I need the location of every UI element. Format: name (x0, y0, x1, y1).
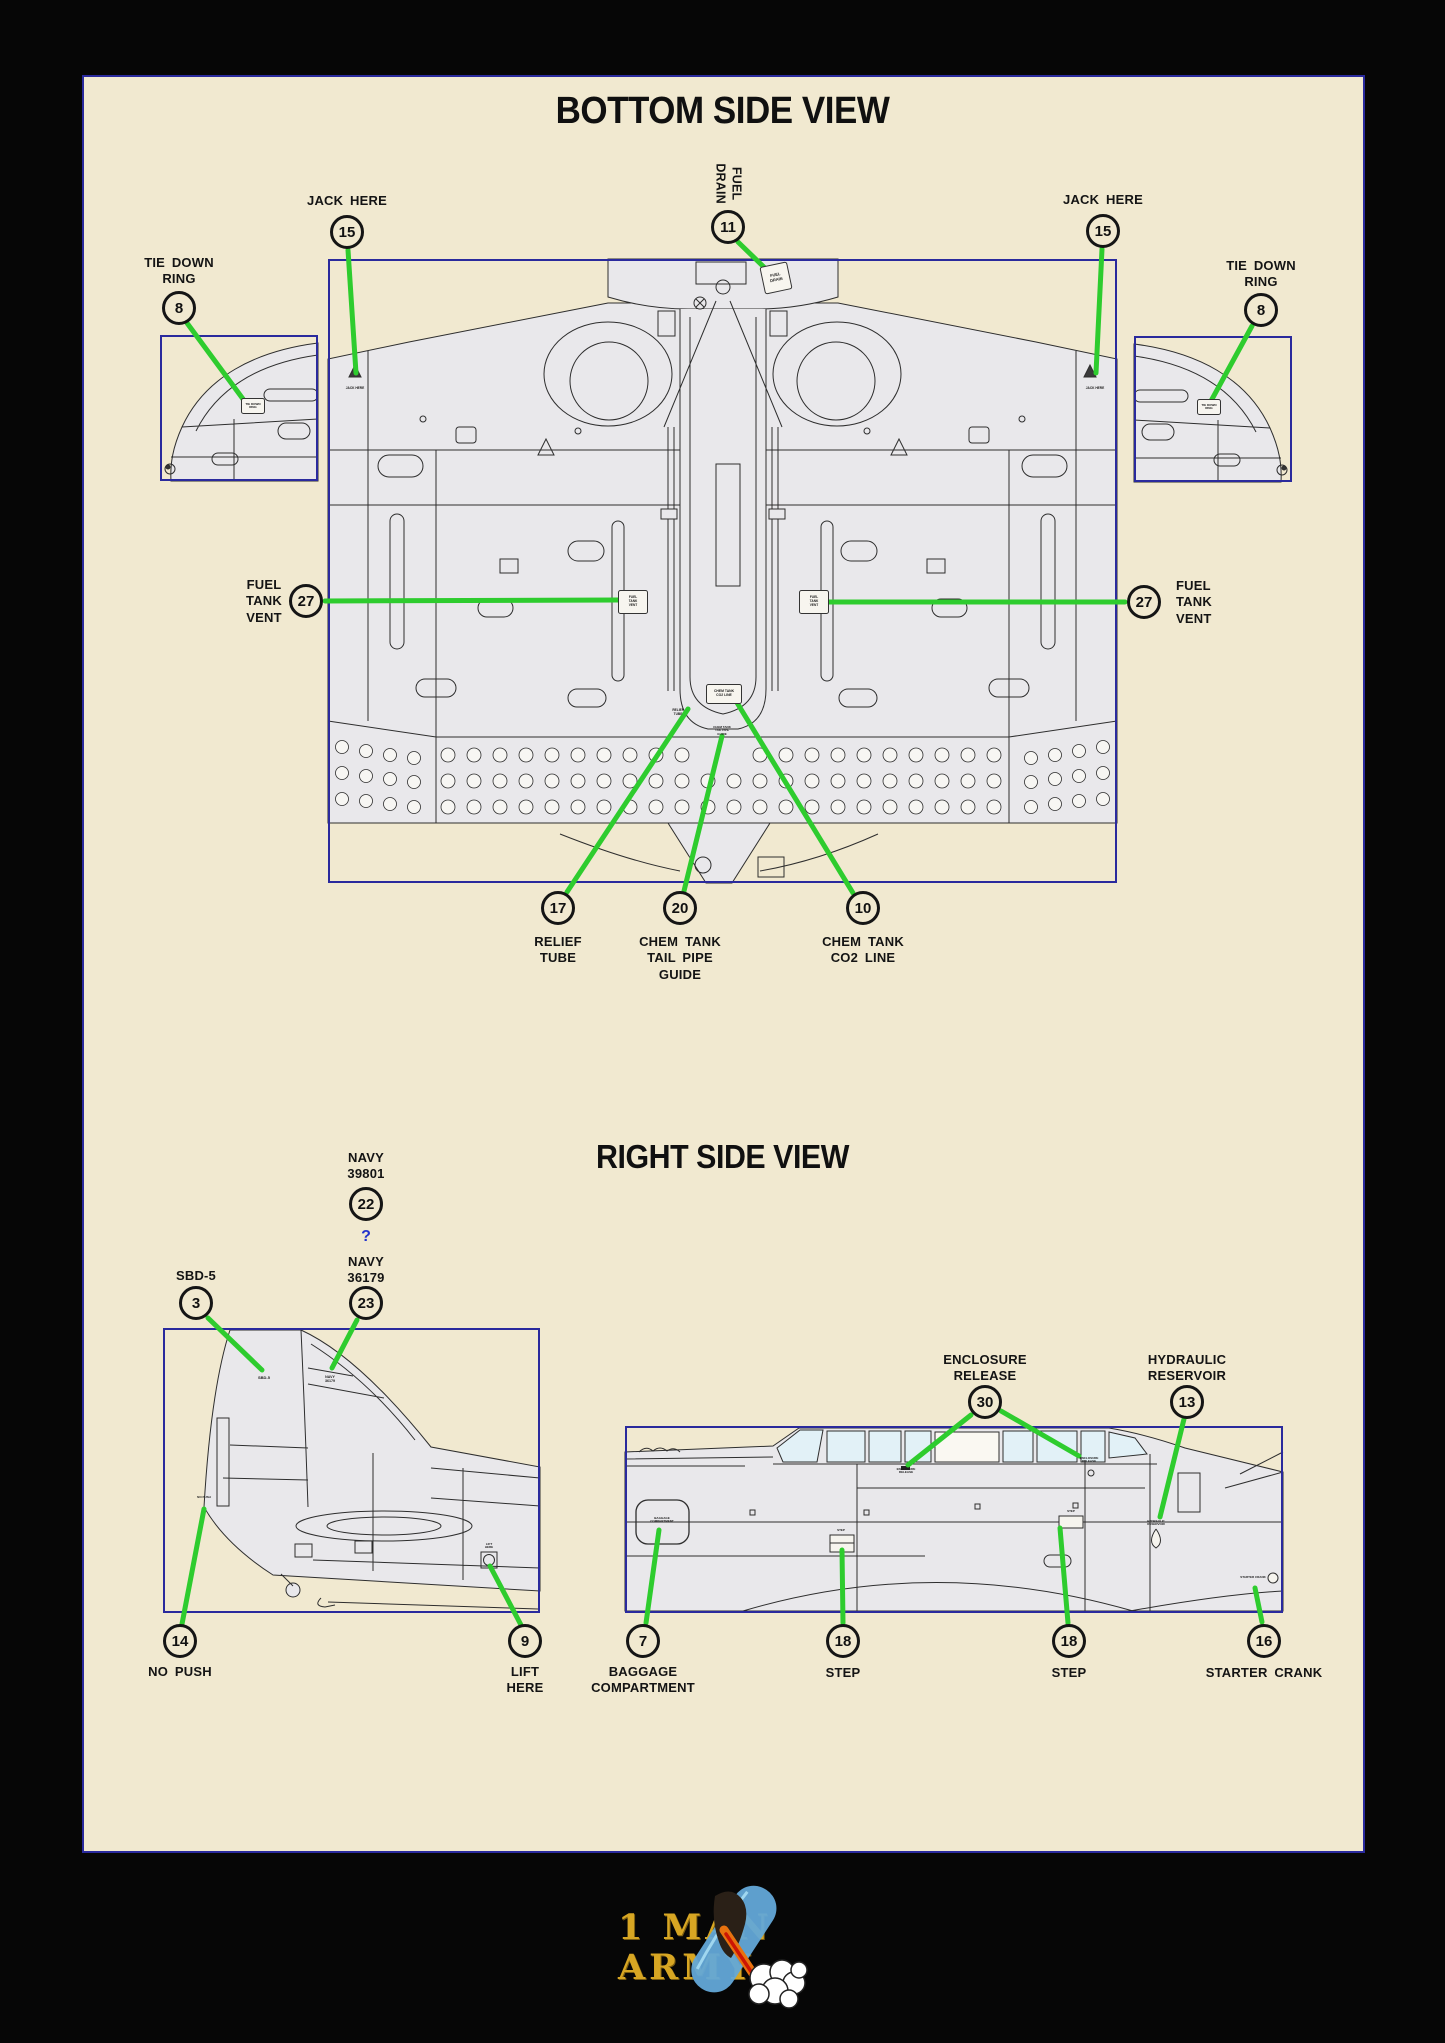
placard-jack-here-left: JACK HERE (345, 386, 365, 390)
callout-circle-enclosure-release: 30 (968, 1385, 1002, 1419)
placard-fuel-tank-vent-left: FUEL TANK VENT (618, 590, 648, 614)
callout-circle-jack-here-left: 15 (330, 215, 364, 249)
callout-circle-baggage-compartment: 7 (626, 1624, 660, 1658)
callout-circle-hydraulic-reservoir: 13 (1170, 1385, 1204, 1419)
callout-circle-step-rear: 18 (1052, 1624, 1086, 1658)
callout-circle-fuel-drain: 11 (711, 210, 745, 244)
placard-tie-down-ring-left: TIE DOWN RING (241, 398, 265, 414)
placard-hydraulic-reservoir: HYDRAULIC RESERVOIR (1147, 1519, 1165, 1527)
callout-circle-navy-36179: 23 (349, 1286, 383, 1320)
callout-circle-fuel-tank-vent-right: 27 (1127, 585, 1161, 619)
callout-label-lift-here: LIFT HERE (506, 1664, 544, 1696)
tail-section-drawing (163, 1328, 541, 1613)
callout-circle-sbd5: 3 (179, 1286, 213, 1320)
brand-logo: 1 MAN ARMY (612, 1878, 842, 2023)
placard-baggage-compartment: BAGGAGE COMPARTMENT (650, 1516, 674, 1524)
callout-label-jack-here-right: JACK HERE (1063, 192, 1143, 207)
callout-label-chem-tank-tail-pipe-guide: CHEM TANK TAIL PIPE GUIDE (639, 934, 721, 982)
callout-label-enclosure-release: ENCLOSURE RELEASE (943, 1352, 1027, 1384)
placard-navy-36179: NAVY 36179 (325, 1375, 335, 1384)
callout-label-tie-down-right: TIE DOWN RING (1226, 258, 1296, 290)
placard-fuel-tank-vent-right: FUEL TANK VENT (799, 590, 829, 614)
callout-label-tie-down-left: TIE DOWN RING (144, 255, 214, 287)
callout-circle-chem-tank-co2-line: 10 (846, 891, 880, 925)
placard-fuel-drain: FUEL DRAIN (759, 261, 793, 295)
callout-label-hydraulic-reservoir: HYDRAULIC RESERVOIR (1147, 1352, 1227, 1384)
fuselage-side-drawing (624, 1426, 1284, 1613)
callout-label-sbd5: SBD-5 (175, 1268, 216, 1283)
logo-eagle-silhouette (713, 1891, 747, 1958)
logo-smoke-clouds (748, 1959, 808, 2009)
placard-tie-down-ring-right: TIE DOWN RING (1197, 399, 1221, 415)
bottom-view-drawing (327, 258, 1118, 884)
callout-label-fuel-tank-vent-right: FUEL TANK VENT (1176, 578, 1212, 626)
callout-circle-jack-here-right: 15 (1086, 214, 1120, 248)
callout-circle-step-forward: 18 (826, 1624, 860, 1658)
callout-label-starter-crank: STARTER CRANK (1205, 1665, 1323, 1680)
placard-lift-here: LIFT HERE (484, 1542, 494, 1550)
logo-art (691, 1885, 808, 2009)
callout-label-step-forward: STEP (825, 1665, 861, 1680)
placard-relief-tube: RELIEF TUBE (672, 708, 684, 716)
placard-starter-crank: STARTER CRANK (1240, 1575, 1266, 1579)
callout-label-navy-39801: NAVY 39801 (347, 1150, 385, 1182)
callout-label-navy-36179: NAVY 36179 (347, 1254, 385, 1286)
placard-no-push: NO PUSH (197, 1495, 211, 1499)
callout-label-step-rear: STEP (1051, 1665, 1087, 1680)
callout-label-chem-tank-co2-line: CHEM TANK CO2 LINE (822, 934, 904, 966)
callout-label-no-push: NO PUSH (148, 1664, 212, 1679)
callout-circle-chem-tank-tail-pipe-guide: 20 (663, 891, 697, 925)
callout-circle-starter-crank: 16 (1247, 1624, 1281, 1658)
placard-enclosure-release-b: ENCLOSURE RELEASE (1079, 1456, 1099, 1464)
callout-circle-no-push: 14 (163, 1624, 197, 1658)
callout-label-baggage-compartment: BAGGAGE COMPARTMENT (591, 1664, 695, 1696)
callout-label-jack-here-left: JACK HERE (307, 193, 387, 208)
placard-chem-tank-tail-pipe-guide: CHEM TANK TAIL PIPE GUIDE (713, 725, 731, 736)
bottom-view-airframe (327, 258, 1118, 884)
callout-circle-navy-39801: 22 (349, 1187, 383, 1221)
unknown-location-question-mark: ? (361, 1228, 371, 1245)
placard-enclosure-release-a: ENCLOSURE RELEASE (896, 1467, 916, 1475)
placard-step-forward: STEP (837, 1528, 845, 1532)
left-wingtip-drawing (160, 335, 319, 482)
placard-jack-here-right: JACK HERE (1085, 386, 1105, 390)
callout-circle-fuel-tank-vent-left: 27 (289, 584, 323, 618)
placard-step-rear: STEP (1067, 1509, 1075, 1513)
callout-label-relief-tube: RELIEF TUBE (534, 934, 582, 966)
callout-circle-tie-down-right: 8 (1244, 293, 1278, 327)
callout-label-fuel-tank-vent-left: FUEL TANK VENT (246, 577, 282, 625)
placard-sbd5: SBD-5 (257, 1375, 270, 1380)
callout-circle-relief-tube: 17 (541, 891, 575, 925)
placard-chem-tank-co2-line: CHEM TANK CO2 LINE (706, 684, 742, 704)
callout-circle-lift-here: 9 (508, 1624, 542, 1658)
callout-circle-tie-down-left: 8 (162, 291, 196, 325)
bottom-view-title: BOTTOM SIDE VIEW (555, 90, 890, 132)
right-view-title: RIGHT SIDE VIEW (596, 1138, 849, 1175)
